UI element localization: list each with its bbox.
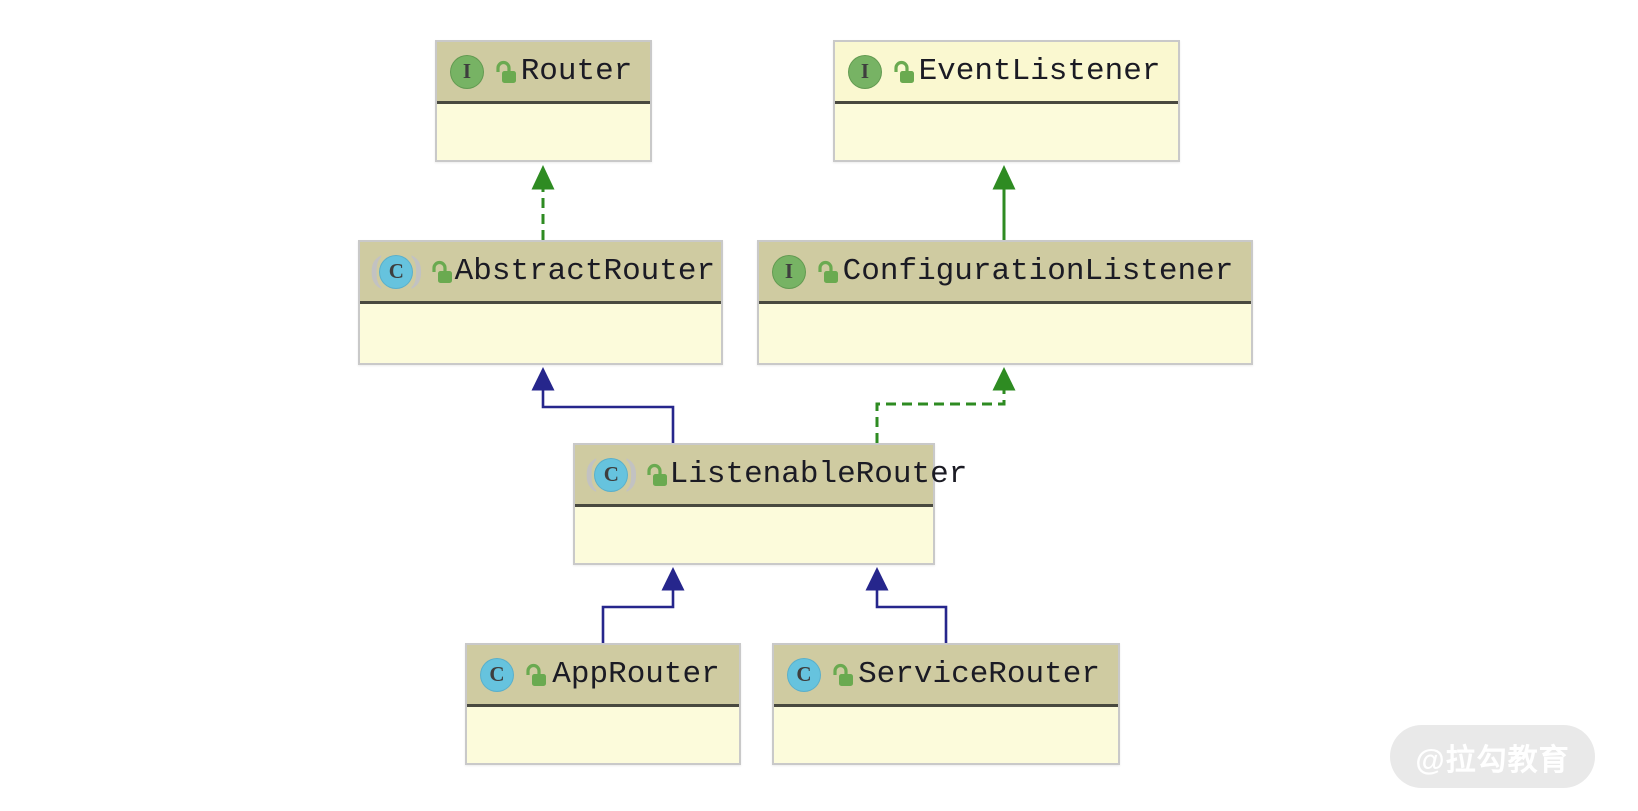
abstract-class-icon: C xyxy=(379,254,414,289)
class-members-section xyxy=(360,304,721,363)
unlocked-icon xyxy=(894,60,914,83)
class-header: I Router xyxy=(437,42,650,104)
edge-approuter-extends-listenablerouter[interactable] xyxy=(601,567,685,643)
class-header: ( C ) ListenableRouter xyxy=(575,445,967,507)
abstract-class-icon: C xyxy=(594,457,629,492)
watermark-badge: @拉勾教育 xyxy=(1390,725,1595,788)
unlocked-icon xyxy=(496,60,516,83)
abstract-paren-open: ( xyxy=(585,451,598,493)
class-name: AbstractRouter xyxy=(454,254,716,289)
class-header: C AppRouter xyxy=(467,645,739,707)
edge-servicerouter-extends-listenablerouter[interactable] xyxy=(865,567,948,643)
edge-configurationlistener-extends-eventlistener[interactable] xyxy=(992,165,1016,240)
class-name: ListenableRouter xyxy=(669,457,968,492)
class-box-approuter[interactable]: C AppRouter xyxy=(465,643,741,765)
class-box-router[interactable]: I Router xyxy=(435,40,652,162)
class-members-section xyxy=(575,507,933,563)
unlocked-icon xyxy=(432,260,452,283)
interface-icon: I xyxy=(848,54,882,89)
edge-abstractrouter-implements-router[interactable] xyxy=(531,165,555,240)
icon-cluster: I xyxy=(450,54,519,89)
edge-listenablerouter-extends-abstractrouter[interactable] xyxy=(531,367,675,443)
unlocked-icon xyxy=(526,663,546,686)
icon-cluster: I xyxy=(848,54,917,89)
class-members-section xyxy=(467,707,739,763)
class-header: ( C ) AbstractRouter xyxy=(360,242,721,304)
class-box-eventlistener[interactable]: I EventListener xyxy=(833,40,1180,162)
class-box-configurationlistener[interactable]: I ConfigurationListener xyxy=(757,240,1253,365)
edge-listenablerouter-implements-configurationlistener[interactable] xyxy=(875,367,1016,443)
class-members-section xyxy=(835,104,1178,160)
icon-cluster: ( C ) xyxy=(370,248,455,290)
class-name: Router xyxy=(520,54,633,89)
class-members-section xyxy=(774,707,1118,763)
icon-cluster: C xyxy=(787,657,856,692)
class-name: ServiceRouter xyxy=(858,657,1100,692)
class-icon: C xyxy=(480,657,514,692)
icon-cluster: C xyxy=(480,657,549,692)
interface-icon: I xyxy=(450,54,484,89)
class-box-servicerouter[interactable]: C ServiceRouter xyxy=(772,643,1120,765)
abstract-paren-close: ) xyxy=(625,451,638,493)
class-members-section xyxy=(437,104,650,160)
class-icon: C xyxy=(787,657,821,692)
class-members-section xyxy=(759,304,1251,363)
unlocked-icon xyxy=(647,463,667,486)
interface-icon: I xyxy=(772,254,806,289)
unlocked-icon xyxy=(818,260,838,283)
class-header: C ServiceRouter xyxy=(774,645,1118,707)
class-name: AppRouter xyxy=(552,657,720,692)
class-header: I ConfigurationListener xyxy=(759,242,1251,304)
icon-cluster: ( C ) xyxy=(585,451,670,493)
class-box-abstractrouter[interactable]: ( C ) AbstractRouter xyxy=(358,240,723,365)
abstract-paren-open: ( xyxy=(370,248,383,290)
class-header: I EventListener xyxy=(835,42,1178,104)
icon-cluster: I xyxy=(772,254,841,289)
class-name: ConfigurationListener xyxy=(842,254,1234,289)
class-box-listenablerouter[interactable]: ( C ) ListenableRouter xyxy=(573,443,967,565)
unlocked-icon xyxy=(833,663,853,686)
abstract-paren-close: ) xyxy=(410,248,423,290)
class-name: EventListener xyxy=(918,54,1161,89)
